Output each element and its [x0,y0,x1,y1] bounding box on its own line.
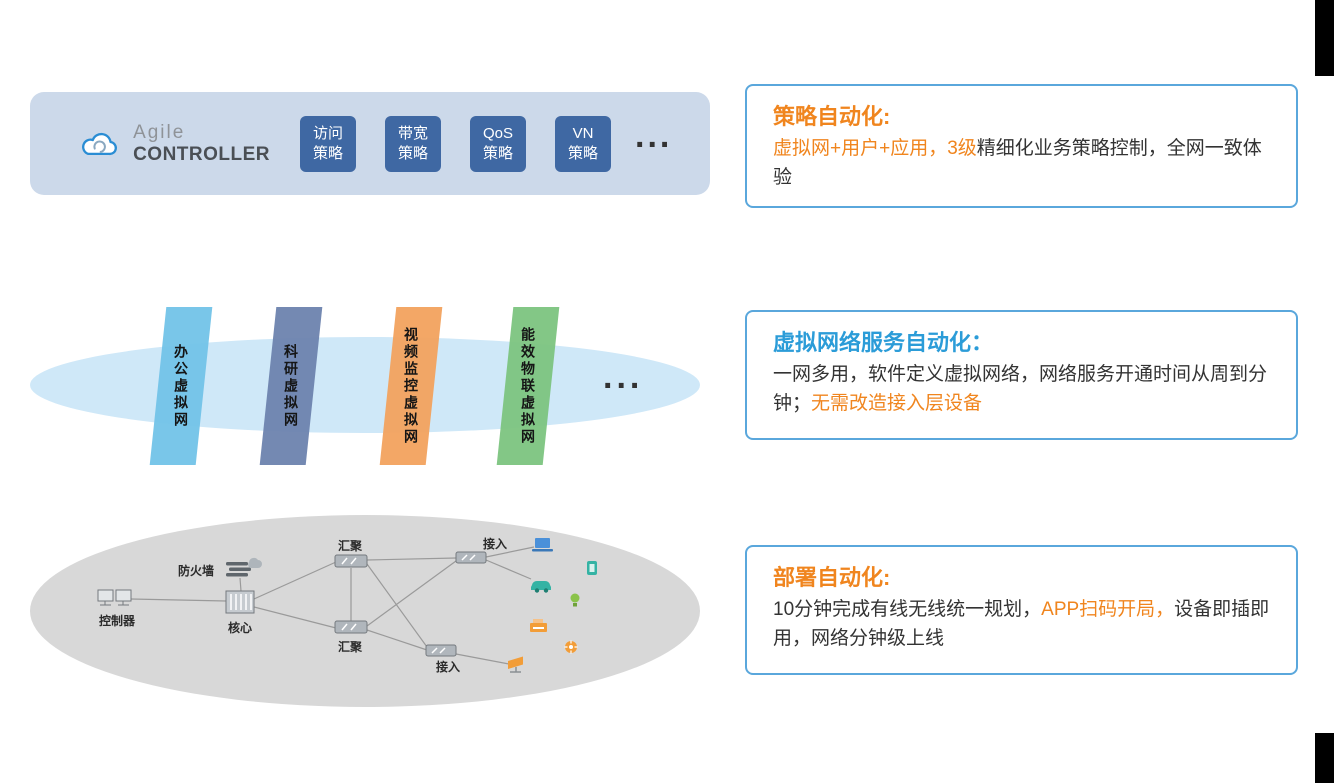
access-bottom-label: 接入 [436,659,460,674]
virtual-network-ellipse [30,337,700,433]
brand-name-line1: Agile [133,121,186,143]
brand-text: Agile CONTROLLER [133,122,270,166]
controller-bar: Agile CONTROLLER 访问 策略 带宽 策略 QoS 策略 VN 策… [30,92,710,195]
printer-icon [530,619,547,632]
cloud-logo-icon [82,132,117,155]
access-top-label: 接入 [483,536,507,551]
network-topology: 控制器 防火墙 核心 汇聚 汇聚 [97,536,597,674]
agile-controller-logo: Agile CONTROLLER [75,122,270,166]
firewall-label: 防火墙 [178,563,214,578]
access-switch-bottom-icon [425,644,457,657]
lightbulb-icon [570,593,580,607]
policy-badge-access: 访问 策略 [300,115,356,172]
vn-panel-label: 科研虚拟网 [279,344,303,429]
badge-label-line: QoS [482,125,513,142]
info-box-vn-service-automation: 虚拟网络服务自动化： 一网多用，软件定义虚拟网络，网络服务开通时间从周到分钟；无… [745,310,1298,440]
info-box-title: 部署自动化: [773,565,891,590]
vn-panel-label-line: 办公虚拟网 [173,343,189,429]
brand-name-line2: CONTROLLER [133,143,270,165]
vn-panel-label-line: 虚拟网 [403,394,419,446]
body-segment: 虚拟网+用户+应用，3级 [773,138,977,159]
vn-panel-label-line: 能效物联 [520,326,536,395]
topology-links [130,546,535,665]
laptop-icon [532,538,553,552]
firewall-icon [226,557,262,577]
badge-label-line: 策略 [482,144,513,162]
body-segment: APP扫码开局， [1041,599,1175,620]
body-segment: 无需改造接入层设备 [811,392,983,414]
cctv-camera-icon [508,656,523,673]
core-label: 核心 [228,620,252,635]
body-segment: 精细化业务策略控制，全网一致体验 [773,138,1262,188]
info-box-policy-automation: 策略自动化: 虚拟网+用户+应用，3级精细化业务策略控制，全网一致体验 [745,84,1298,208]
policy-badge-qos: QoS 策略 [470,115,526,172]
vn-panel-label-line: 科研虚拟网 [283,343,299,429]
info-box-deployment-automation: 部署自动化: 10分钟完成有线无线统一规划，APP扫码开局，设备即插即用，网络分… [745,545,1298,675]
badge-label-line: 访问 [312,125,343,142]
aggregation-switch-top-icon [334,554,368,568]
vn-panel-label-line: 视频监控 [403,326,419,395]
vn-panel-research: 科研虚拟网 [259,307,323,465]
policy-badge-vn: VN 策略 [555,115,611,172]
screen-edge-bar-top [1315,0,1334,76]
aggregation-top-label: 汇聚 [338,539,363,553]
screen-edge-bar-bottom [1315,733,1334,783]
controller-node-icon [97,589,132,606]
vn-panel-label: 视频监控 虚拟网 [399,327,423,446]
info-box-body: 虚拟网+用户+应用，3级精细化业务策略控制，全网一致体验 [773,135,1272,192]
badge-label-line: 策略 [312,144,343,162]
ellipsis-dots: ... [635,117,673,155]
body-segment: 10分钟完成有线无线统一规划， [773,599,1042,620]
core-switch-icon [225,590,255,614]
vn-panel-office: 办公虚拟网 [149,307,213,465]
vn-panel-label: 能效物联 虚拟网 [516,327,540,446]
body-segment: 一网多用，软件定义虚拟网络，网络服务开通时间从周到分钟； [773,364,1268,414]
badge-label-line: 策略 [567,144,598,162]
info-box-body: 10分钟完成有线无线统一规划，APP扫码开局，设备即插即用，网络分钟级上线 [773,596,1272,653]
info-box-body: 一网多用，软件定义虚拟网络，网络服务开通时间从周到分钟；无需改造接入层设备 [773,361,1272,418]
info-box-title: 虚拟网络服务自动化： [773,330,994,355]
vn-panel-label: 办公虚拟网 [169,344,193,429]
vn-panel-video-surveillance: 视频监控 虚拟网 [379,307,443,465]
aggregation-switch-bottom-icon [334,620,368,634]
vehicle-icon [531,581,551,593]
badge-label-line: VN [572,125,594,142]
access-switch-top-icon [455,551,487,564]
badge-label-line: 策略 [397,144,428,162]
controller-label: 控制器 [99,613,136,628]
policy-badge-bandwidth: 带宽 策略 [385,115,441,172]
info-box-title: 策略自动化: [773,104,891,129]
badge-label-line: 带宽 [397,125,428,142]
tablet-icon [587,561,597,575]
policy-badges: 访问 策略 带宽 策略 QoS 策略 VN 策略 [300,115,611,172]
vn-panel-energy-iot: 能效物联 虚拟网 [496,307,560,465]
physical-network-ellipse [30,515,700,707]
aggregation-bottom-label: 汇聚 [338,640,363,654]
ellipsis-dots: ... [603,358,644,396]
vn-panel-label-line: 虚拟网 [520,394,536,446]
body-segment: 设备即插即用，网络分钟级上线 [773,599,1270,649]
fan-icon [564,640,578,654]
